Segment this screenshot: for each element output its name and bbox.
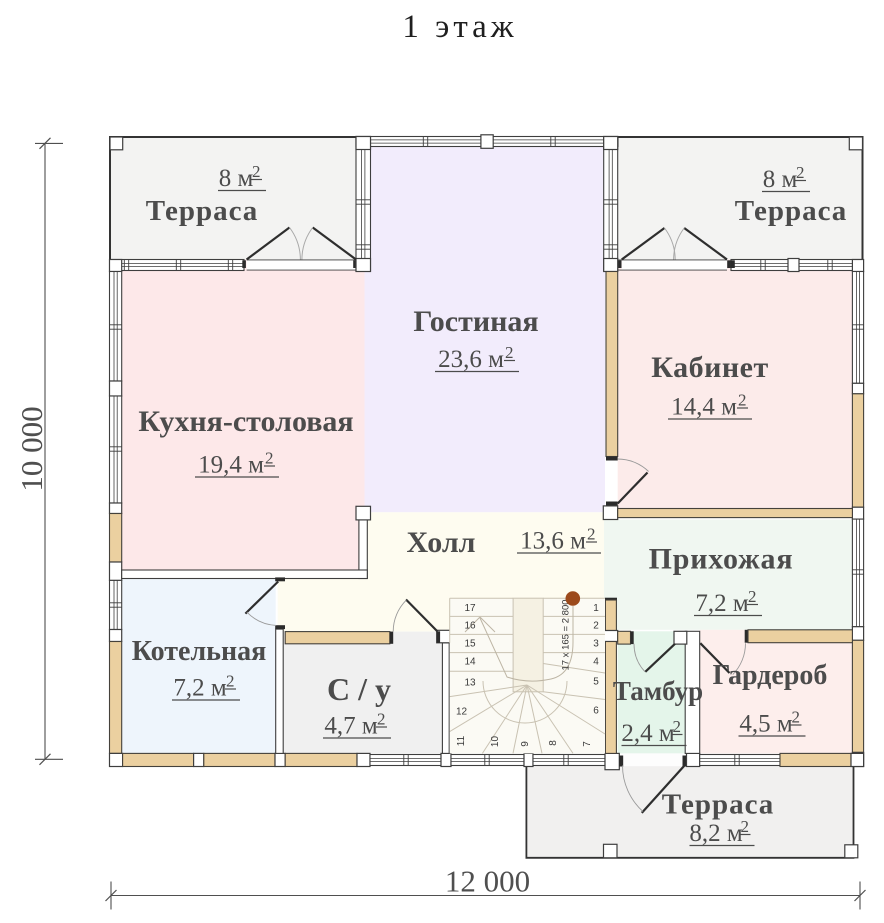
svg-text:12 000: 12 000 — [445, 864, 530, 899]
svg-text:13,6 м: 13,6 м — [520, 528, 586, 555]
svg-text:16: 16 — [464, 621, 476, 632]
svg-text:2: 2 — [265, 449, 274, 468]
svg-text:8 м: 8 м — [763, 166, 798, 193]
svg-text:8,2 м: 8,2 м — [689, 820, 743, 847]
svg-text:19,4 м: 19,4 м — [198, 452, 264, 479]
svg-text:2: 2 — [673, 717, 682, 736]
svg-text:8 м: 8 м — [219, 165, 254, 192]
svg-text:17: 17 — [464, 603, 476, 614]
svg-text:4: 4 — [593, 657, 599, 668]
svg-text:4,7 м: 4,7 м — [324, 713, 378, 740]
svg-text:23,6 м: 23,6 м — [438, 346, 504, 373]
svg-text:2: 2 — [741, 817, 750, 836]
svg-text:14: 14 — [464, 657, 476, 668]
svg-text:2: 2 — [738, 391, 747, 410]
svg-text:3: 3 — [593, 639, 599, 650]
svg-text:Котельная: Котельная — [132, 636, 267, 667]
svg-text:2: 2 — [792, 708, 801, 727]
svg-text:1: 1 — [593, 603, 599, 614]
svg-text:Терраса: Терраса — [662, 789, 775, 821]
svg-text:Кухня-столовая: Кухня-столовая — [138, 405, 353, 438]
svg-text:7: 7 — [582, 741, 593, 747]
svg-text:2: 2 — [587, 525, 596, 544]
svg-text:2: 2 — [377, 710, 386, 729]
svg-text:6: 6 — [593, 706, 599, 717]
svg-text:15: 15 — [464, 639, 476, 650]
svg-text:2,4 м: 2,4 м — [621, 720, 675, 747]
svg-text:Терраса: Терраса — [146, 195, 259, 227]
svg-text:9: 9 — [520, 741, 531, 747]
svg-text:1 этаж: 1 этаж — [402, 9, 517, 45]
svg-text:2: 2 — [593, 621, 599, 632]
svg-text:Холл: Холл — [406, 526, 475, 559]
svg-text:11: 11 — [456, 735, 467, 746]
svg-text:10: 10 — [490, 736, 501, 748]
svg-text:13: 13 — [464, 678, 476, 689]
svg-text:2: 2 — [226, 672, 235, 691]
svg-text:17 x 165 = 2 800: 17 x 165 = 2 800 — [561, 599, 572, 670]
svg-text:14,4 м: 14,4 м — [671, 394, 737, 421]
svg-text:Тамбур: Тамбур — [613, 676, 703, 706]
svg-text:2: 2 — [748, 587, 757, 606]
svg-text:Терраса: Терраса — [735, 195, 848, 227]
svg-text:12: 12 — [456, 707, 468, 718]
svg-text:2: 2 — [796, 163, 805, 182]
svg-text:10 000: 10 000 — [14, 406, 49, 491]
svg-text:2: 2 — [505, 343, 514, 362]
svg-text:С/у: С/у — [327, 671, 399, 707]
svg-text:5: 5 — [593, 677, 599, 688]
svg-text:Гардероб: Гардероб — [713, 660, 828, 691]
svg-text:2: 2 — [252, 162, 261, 181]
svg-text:Гостиная: Гостиная — [413, 305, 538, 338]
svg-text:7,2 м: 7,2 м — [173, 675, 227, 702]
svg-text:Прихожая: Прихожая — [649, 543, 794, 576]
svg-text:4,5 м: 4,5 м — [739, 711, 793, 738]
svg-text:Кабинет: Кабинет — [651, 351, 768, 384]
svg-text:8: 8 — [548, 740, 559, 746]
svg-text:7,2 м: 7,2 м — [695, 590, 749, 617]
